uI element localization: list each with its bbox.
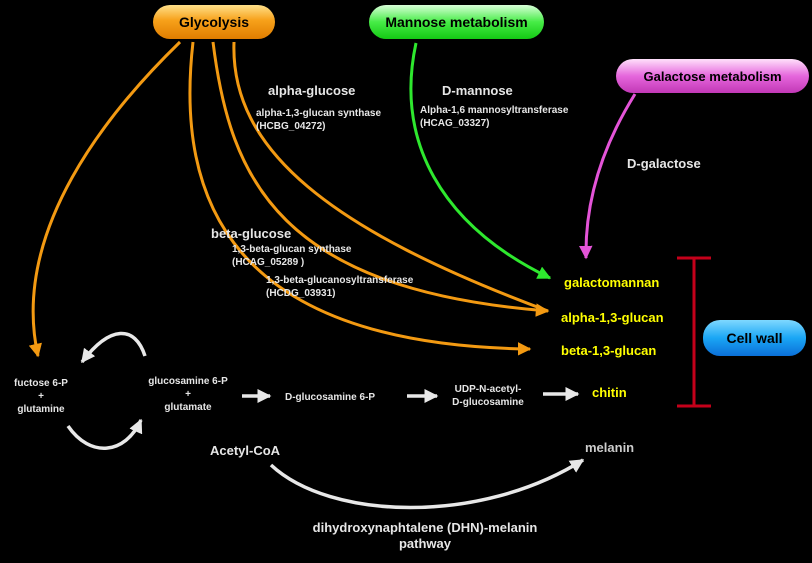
cell-wall-pill: Cell wall <box>726 330 783 346</box>
arrow-mannose-to-galactomannan <box>409 42 552 280</box>
galactomannan-label: galactomannan <box>564 275 660 290</box>
glucosamine-line1: glucosamine 6-P <box>148 376 228 387</box>
fructose-line3: glutamine <box>17 404 65 415</box>
cell-wall-pill-bg <box>703 320 806 356</box>
d-glucosamine-label: D-glucosamine 6-P <box>285 392 376 403</box>
galactose-pill-bg <box>616 59 809 93</box>
glucosamine-glutamate-label: glucosamine 6-P + glutamate <box>140 375 236 414</box>
alpha-glucose-label: alpha-glucose <box>268 83 356 98</box>
arrow-galactose-to-galactomannan <box>579 93 637 260</box>
mannosyl-name: Alpha-1,6 mannosyltransferase <box>420 105 569 116</box>
beta-glucan-synthase-enzyme: 1,3-beta-glucan synthase (HCAG_05289 ) <box>232 243 351 269</box>
arrow-glycolysis-to-fructose <box>28 40 182 358</box>
mannosyl-id: (HCAG_03327) <box>420 118 490 129</box>
alpha-synthase-id: (HCBG_04272) <box>256 121 326 132</box>
mannose-pill-bg <box>369 5 544 39</box>
beta-glucanosyltransferase-enzyme: 1,3-beta-glucanosyltransferase (HCDG_039… <box>266 274 413 300</box>
arrow-glycolysis-to-alpha-glucan <box>211 41 550 317</box>
udp-line2: D-glucosamine <box>452 397 524 408</box>
beta-glucose-label: beta-glucose <box>211 226 292 241</box>
udp-glucosamine-label: UDP-N-acetyl- D-glucosamine <box>438 383 538 409</box>
beta-synthase-name: 1,3-beta-glucan synthase <box>232 244 352 255</box>
melanin-label: melanin <box>585 440 635 455</box>
glycolysis-pill: Glycolysis <box>178 14 250 30</box>
arrow-glycolysis-to-beta-glucan <box>188 41 532 356</box>
mannosyltransferase-enzyme: Alpha-1,6 mannosyltransferase (HCAG_0332… <box>420 104 568 130</box>
udp-line1: UDP-N-acetyl- <box>454 384 522 395</box>
arrow-cycle-lower <box>66 418 143 450</box>
galactose-metabolism-pill: Galactose metabolism <box>643 68 782 84</box>
dhn-melanin-pathway-label: dihydroxynaphtalene (DHN)-melanin pathwa… <box>280 520 570 552</box>
glycolysis-pill-bg <box>153 5 275 39</box>
arrow-acetyl-to-melanin <box>269 458 585 510</box>
glucosamine-line3: glutamate <box>164 402 212 413</box>
alpha-glucan-label: alpha-1,3-glucan <box>561 310 664 325</box>
beta-transferase-name: 1,3-beta-glucanosyltransferase <box>266 275 414 286</box>
chitin-label: chitin <box>592 385 627 400</box>
mannose-metabolism-pill: Mannose metabolism <box>385 14 528 30</box>
fructose-glutamine-label: fuctose 6-P + glutamine <box>6 377 76 416</box>
dhn-line1: dihydroxynaphtalene (DHN)-melanin <box>312 520 538 535</box>
arrow-alpha-glucose-branch <box>232 41 549 313</box>
alpha-synthase-name: alpha-1,3-glucan synthase <box>256 108 382 119</box>
beta-glucan-label: beta-1,3-glucan <box>561 343 657 358</box>
glucosamine-line2: + <box>185 389 191 400</box>
acetyl-coa-label: Acetyl-CoA <box>210 443 281 458</box>
d-galactose-label: D-galactose <box>627 156 701 171</box>
fructose-line1: fuctose 6-P <box>14 378 68 389</box>
d-mannose-label: D-mannose <box>442 83 513 98</box>
beta-synthase-id: (HCAG_05289 ) <box>232 257 305 268</box>
fructose-line2: + <box>38 391 44 402</box>
arrow-cycle-upper <box>80 331 147 364</box>
alpha-glucan-synthase-enzyme: alpha-1,3-glucan synthase (HCBG_04272) <box>256 107 381 133</box>
dhn-line2: pathway <box>398 536 451 551</box>
beta-transferase-id: (HCDG_03931) <box>266 288 336 299</box>
